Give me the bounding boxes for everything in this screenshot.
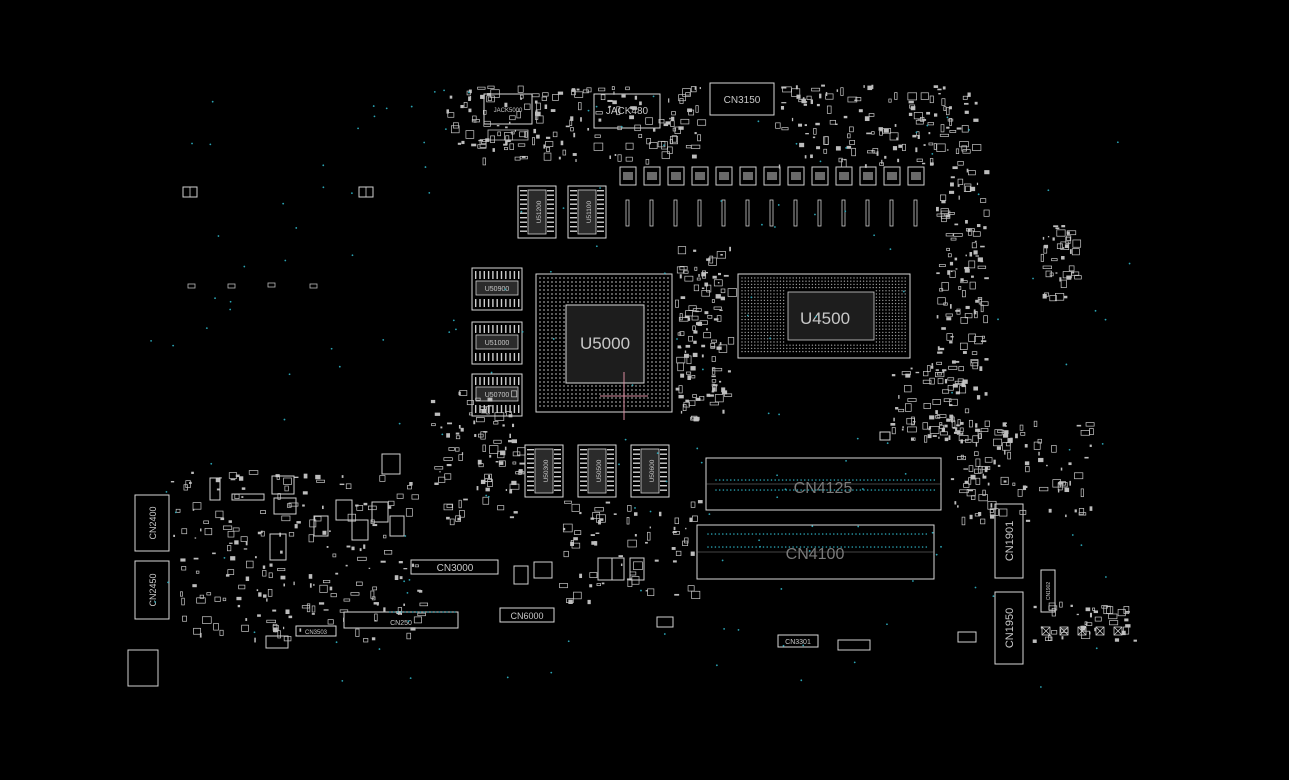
svg-text:U50700: U50700 bbox=[485, 392, 510, 399]
connector-cn6000[interactable]: CN6000 bbox=[499, 607, 555, 623]
svg-text:CN4100: CN4100 bbox=[786, 546, 845, 563]
svg-text:CN3503: CN3503 bbox=[305, 630, 328, 636]
memory-u50300[interactable]: U50300 bbox=[524, 444, 564, 498]
svg-text:U50300: U50300 bbox=[543, 459, 550, 482]
memory-u50700[interactable]: U50700 bbox=[471, 373, 523, 417]
svg-text:CN4125: CN4125 bbox=[794, 480, 853, 497]
svg-text:CN1901: CN1901 bbox=[1004, 521, 1016, 561]
svg-text:JACK480: JACK480 bbox=[606, 106, 649, 117]
memory-u51100[interactable]: U51100 bbox=[567, 185, 607, 239]
gpu-u5000[interactable]: U5000 bbox=[535, 273, 673, 413]
jack-jack480[interactable]: JACK480 bbox=[593, 93, 661, 129]
connector-cn4125[interactable]: CN4125 bbox=[705, 457, 942, 511]
cpu-label: U4500 bbox=[800, 309, 850, 328]
connector-cn3150[interactable]: CN3150 bbox=[709, 82, 775, 116]
memory-u51200[interactable]: U51200 bbox=[517, 185, 557, 239]
svg-text:U51200: U51200 bbox=[536, 200, 543, 223]
bga-balls bbox=[539, 277, 669, 407]
crosshair-cursor bbox=[600, 372, 648, 420]
svg-text:U50900: U50900 bbox=[485, 286, 510, 293]
svg-text:CN2450: CN2450 bbox=[148, 573, 158, 606]
svg-text:U50500: U50500 bbox=[596, 459, 603, 482]
svg-text:U51000: U51000 bbox=[485, 340, 510, 347]
connector-cn4100[interactable]: CN4100 bbox=[696, 524, 935, 580]
test-points bbox=[150, 89, 1131, 688]
svg-text:U50600: U50600 bbox=[649, 459, 656, 482]
svg-text:U51100: U51100 bbox=[586, 200, 593, 223]
connector-cn2400[interactable]: CN2400 bbox=[134, 494, 170, 552]
memory-u51000[interactable]: U51000 bbox=[471, 321, 523, 365]
svg-text:CN3150: CN3150 bbox=[724, 95, 761, 106]
connector-cn2450[interactable]: CN2450 bbox=[134, 560, 170, 620]
svg-text:CN3000: CN3000 bbox=[437, 563, 474, 574]
svg-text:CN1950: CN1950 bbox=[1004, 608, 1016, 648]
memory-u50500[interactable]: U50500 bbox=[577, 444, 617, 498]
svg-text:CN1902: CN1902 bbox=[1046, 582, 1052, 601]
connector-cn1902[interactable]: CN1902 bbox=[1040, 569, 1056, 613]
smd-components bbox=[127, 84, 1137, 687]
connector-cn1950[interactable]: CN1950 bbox=[994, 591, 1024, 665]
gpu-label: U5000 bbox=[580, 334, 630, 353]
bga-balls bbox=[741, 277, 906, 353]
svg-text:CN2400: CN2400 bbox=[148, 506, 158, 539]
memory-u50900[interactable]: U50900 bbox=[471, 267, 523, 311]
svg-text:CN3301: CN3301 bbox=[785, 639, 811, 646]
connector-cn3503[interactable]: CN3503 bbox=[295, 625, 337, 637]
svg-text:CN250: CN250 bbox=[390, 620, 412, 627]
connector-cn3301[interactable]: CN3301 bbox=[777, 634, 819, 648]
svg-text:JACK5000: JACK5000 bbox=[494, 108, 523, 114]
memory-u50600[interactable]: U50600 bbox=[630, 444, 670, 498]
connector-cn3000[interactable]: CN3000 bbox=[410, 559, 499, 575]
svg-text:CN6000: CN6000 bbox=[510, 611, 543, 621]
connector-cn1901[interactable]: CN1901 bbox=[994, 503, 1024, 579]
cpu-u4500[interactable]: U4500 bbox=[737, 273, 911, 359]
